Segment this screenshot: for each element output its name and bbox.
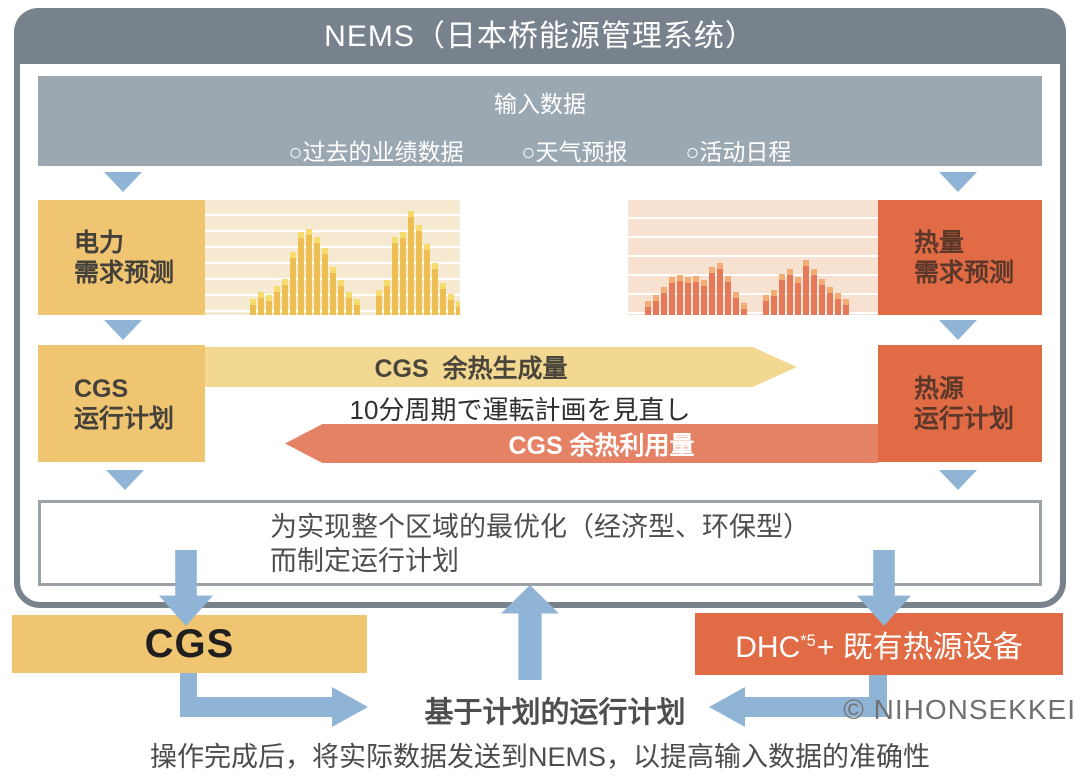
bar bbox=[741, 303, 747, 315]
bar bbox=[346, 292, 352, 315]
cgs-plan-label-line2: 运行计划 bbox=[74, 404, 175, 433]
bar bbox=[693, 276, 699, 315]
bar bbox=[725, 276, 731, 315]
bar bbox=[376, 290, 382, 315]
bar bbox=[819, 279, 825, 315]
dhc-equipment-label: DHC*5+ 既有热源设备 bbox=[735, 631, 1023, 664]
bar bbox=[827, 287, 833, 315]
bar bbox=[432, 263, 438, 315]
bar bbox=[266, 295, 272, 315]
cgs-elbow-bar bbox=[180, 697, 332, 717]
heat-demand-chart bbox=[628, 200, 878, 315]
bar bbox=[322, 248, 328, 315]
bar bbox=[661, 287, 667, 315]
review-cycle-note: 10分周期で運転計画を見直し bbox=[349, 395, 691, 425]
bar bbox=[456, 301, 460, 315]
bar bbox=[685, 277, 691, 315]
bar bbox=[795, 277, 801, 315]
plan-based-operation-label: 基于计划的运行计划 bbox=[424, 697, 686, 729]
bar bbox=[258, 292, 264, 315]
bar bbox=[653, 295, 659, 315]
bar bbox=[843, 299, 849, 315]
bar bbox=[787, 269, 793, 315]
waste-heat-generation-label: CGS 余热生成量 bbox=[374, 355, 568, 383]
bar bbox=[330, 267, 336, 315]
bar bbox=[392, 237, 398, 315]
bar bbox=[677, 275, 683, 315]
power-demand-label-line1: 电力 bbox=[74, 228, 125, 257]
bar bbox=[338, 280, 344, 315]
input-data-items: ○过去的业绩数据 ○天气预报 ○活动日程 bbox=[38, 133, 1042, 167]
flow-arrow-down-icon bbox=[106, 470, 144, 490]
heat-demand-label-line1: 热量 bbox=[914, 228, 965, 257]
waste-heat-usage-label: CGS 余热利用量 bbox=[508, 431, 695, 460]
heat-demand-label-line2: 需求预测 bbox=[914, 258, 1015, 287]
dhc-elbow-bar bbox=[745, 697, 887, 717]
cgs-equipment-box: CGS bbox=[12, 615, 367, 673]
bar bbox=[354, 299, 360, 315]
cgs-operation-plan-box: CGS 运行计划 bbox=[38, 345, 205, 462]
power-demand-forecast-bars bbox=[250, 211, 460, 315]
input-item-event-schedule: ○活动日程 bbox=[685, 139, 792, 165]
bar bbox=[416, 225, 422, 315]
bar bbox=[779, 274, 785, 315]
bar bbox=[771, 290, 777, 315]
flow-arrow-down-icon bbox=[939, 320, 977, 340]
bar bbox=[733, 292, 739, 315]
bar bbox=[400, 232, 406, 315]
bar bbox=[645, 301, 651, 315]
bar bbox=[448, 294, 454, 315]
arrow-right-icon bbox=[332, 687, 368, 727]
power-demand-chart bbox=[205, 200, 460, 315]
optimization-box: 为实现整个区域的最优化（经济型、环保型） 而制定运行计划 bbox=[38, 500, 1042, 586]
bar bbox=[709, 267, 715, 315]
optimization-line1: 为实现整个区域的最优化（经济型、环保型） bbox=[270, 512, 810, 542]
heat-demand-forecast-box: 热量 需求预测 bbox=[878, 200, 1042, 315]
bar bbox=[384, 280, 390, 315]
bar bbox=[306, 229, 312, 315]
flow-arrow-down-icon bbox=[104, 320, 142, 340]
bar bbox=[274, 286, 280, 315]
heat-source-plan-label-line1: 热源 bbox=[914, 374, 965, 403]
bar bbox=[669, 277, 675, 315]
input-item-weather-forecast: ○天气预报 bbox=[521, 139, 628, 165]
waste-heat-usage-arrow: CGS 余热利用量 bbox=[285, 424, 878, 463]
bar bbox=[701, 280, 707, 315]
bar bbox=[250, 299, 256, 315]
heat-source-operation-plan-box: 热源 运行计划 bbox=[878, 345, 1042, 462]
power-demand-forecast-box: 电力 需求预测 bbox=[38, 200, 205, 315]
bar bbox=[314, 237, 320, 315]
dhc-equipment-box: DHC*5+ 既有热源设备 bbox=[695, 613, 1063, 675]
flow-arrow-down-icon bbox=[939, 470, 977, 490]
cgs-plan-label-line1: CGS bbox=[74, 374, 129, 403]
bar bbox=[282, 279, 288, 315]
bar bbox=[803, 260, 809, 315]
heat-demand-forecast-bars bbox=[645, 260, 851, 315]
heat-source-plan-label-line2: 运行计划 bbox=[914, 404, 1015, 433]
arrow-left-icon bbox=[709, 687, 745, 727]
bar bbox=[440, 283, 446, 315]
bar bbox=[763, 295, 769, 315]
bar bbox=[717, 263, 723, 315]
diagram-title: NEMS（日本桥能源管理系统） bbox=[14, 8, 1066, 64]
input-data-title: 输入数据 bbox=[494, 91, 586, 117]
cgs-equipment-label: CGS bbox=[144, 621, 235, 666]
input-item-past-performance: ○过去的业绩数据 bbox=[288, 139, 464, 165]
bar bbox=[298, 232, 304, 315]
copyright-watermark: © NIHONSEKKEI bbox=[843, 694, 1076, 725]
flow-arrow-down-icon bbox=[939, 172, 977, 192]
bar bbox=[408, 211, 414, 315]
bottom-caption: 操作完成后，将实际数据发送到NEMS，以提高输入数据的准确性 bbox=[149, 742, 930, 772]
optimization-line2: 而制定运行计划 bbox=[270, 545, 459, 576]
flow-arrow-down-icon bbox=[104, 172, 142, 192]
power-demand-label-line2: 需求预测 bbox=[74, 258, 175, 287]
dhc-footnote-sup: *5 bbox=[800, 632, 816, 650]
bar bbox=[811, 269, 817, 315]
bar bbox=[290, 252, 296, 315]
bar bbox=[424, 244, 430, 315]
waste-heat-generation-arrow: CGS 余热生成量 bbox=[205, 347, 797, 387]
input-data-panel: 输入数据 ○过去的业绩数据 ○天气预报 ○活动日程 bbox=[38, 76, 1042, 166]
bar bbox=[835, 293, 841, 315]
